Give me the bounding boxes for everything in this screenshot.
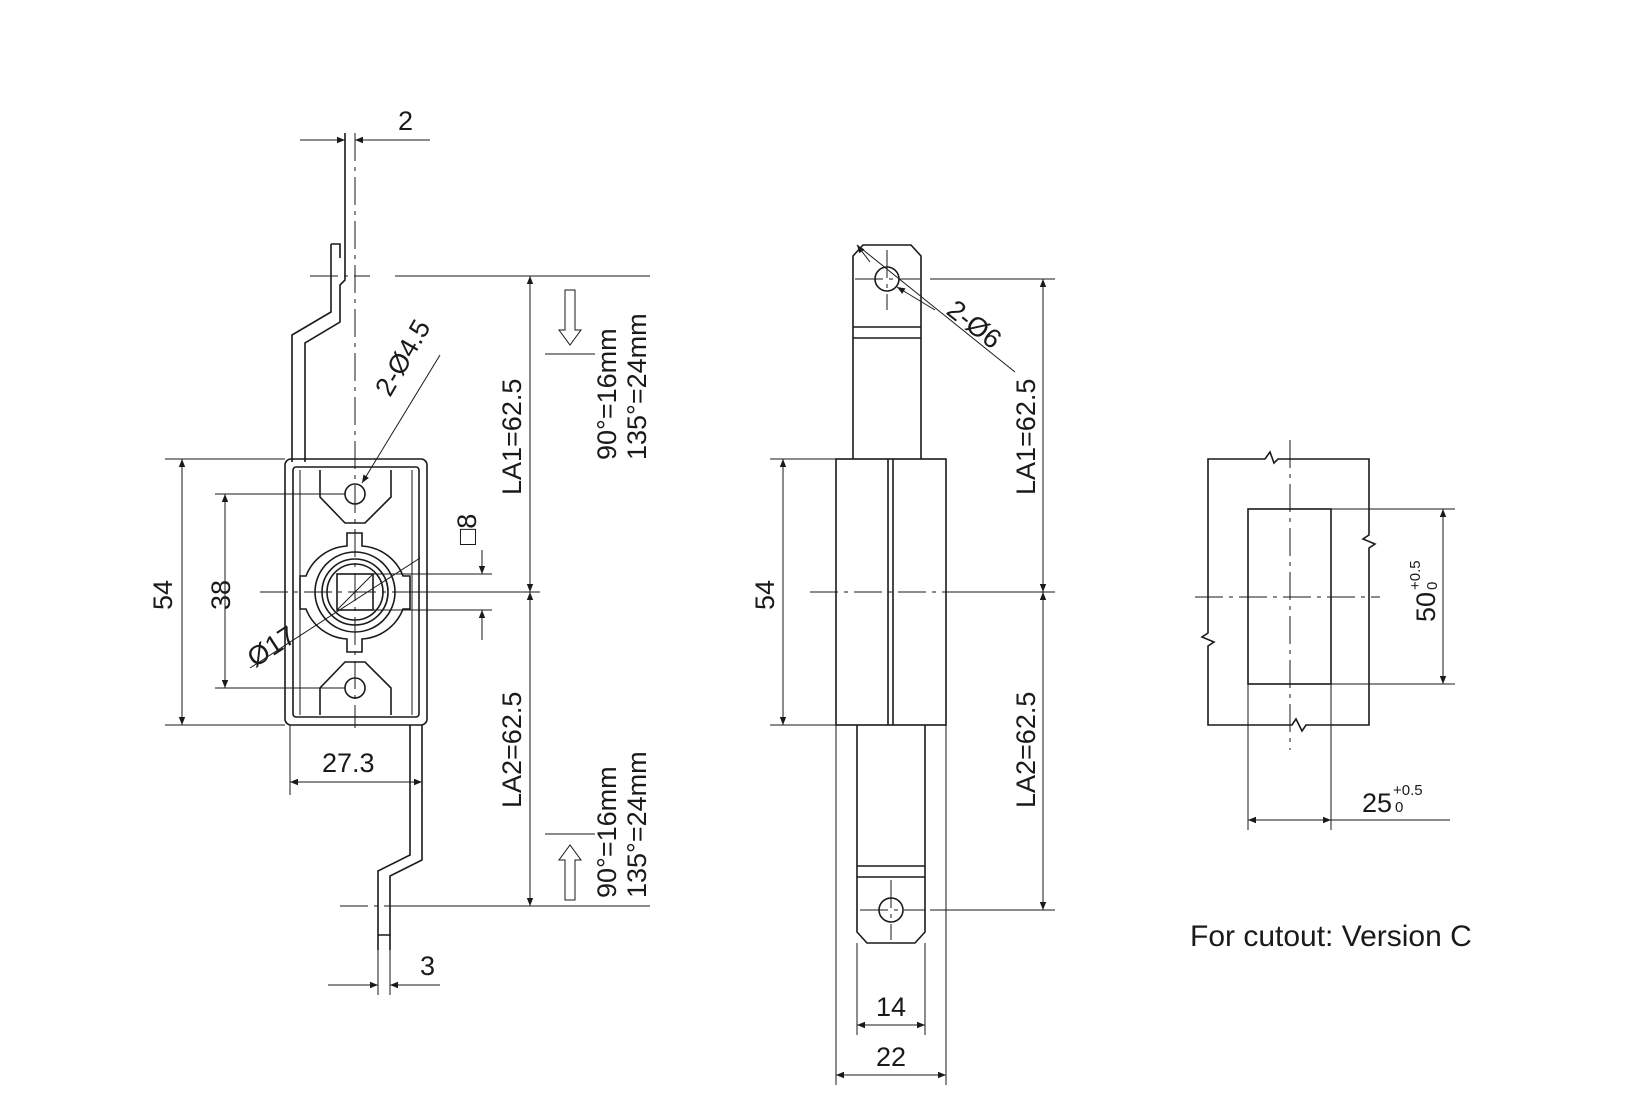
dim-side-inner-width-label: 14 — [876, 992, 906, 1022]
dim-cutout-height-main: 50 — [1411, 592, 1441, 622]
side-center-lines — [810, 250, 950, 940]
travel-bottom-line1: 90°=16mm — [592, 766, 622, 898]
dim-la2-label: LA2=62.5 — [497, 692, 527, 808]
dim-bottom-thickness-label: 3 — [420, 951, 435, 981]
dim-top-thickness-label: 2 — [398, 106, 413, 136]
dim-hole-pitch: 38 — [206, 493, 345, 689]
dim-side-la1-label: LA1=62.5 — [1011, 379, 1041, 495]
dim-cutout-width-tol-upper: +0.5 — [1393, 782, 1423, 799]
dim-bore-leader: Ø17 — [242, 557, 421, 673]
dim-square-label: □8 — [452, 514, 482, 545]
dim-cutout-height: 50 +0.5 0 — [1331, 508, 1455, 685]
dim-side-height-label: 54 — [750, 580, 780, 610]
cutout-center-lines — [1195, 440, 1380, 750]
dim-side-la2-label: LA2=62.5 — [1011, 692, 1041, 808]
dim-hole-leader: 2-Ø4.5 — [361, 315, 441, 484]
dim-cutout-height-tol-lower: 0 — [1424, 582, 1441, 590]
dim-top-thickness: 2 — [300, 106, 430, 144]
side-view: 2-Ø6 54 LA1=62.5 LA2=62.5 — [750, 244, 1055, 1085]
dim-side-hole-leader: 2-Ø6 — [856, 244, 1016, 373]
travel-bottom-line2: 135°=24mm — [622, 751, 652, 898]
dim-hole-label: 2-Ø4.5 — [369, 315, 436, 401]
dim-side-hole-label: 2-Ø6 — [941, 294, 1007, 355]
dim-square: □8 — [373, 514, 492, 640]
dim-cutout-width: 25 +0.5 0 — [1247, 684, 1450, 830]
dim-la-front: LA1=62.5 LA2=62.5 — [385, 275, 650, 907]
dim-width-label: 27.3 — [322, 748, 375, 778]
panel-outline — [1200, 450, 1377, 733]
lower-rod — [377, 725, 423, 950]
travel-top-line2: 135°=24mm — [622, 313, 652, 460]
side-upper-rod — [852, 244, 922, 459]
dim-la1-label: LA1=62.5 — [497, 379, 527, 495]
dim-side-la: LA1=62.5 LA2=62.5 — [930, 278, 1055, 911]
cutout-view: 50 +0.5 0 25 +0.5 0 For cutout: Version … — [1190, 440, 1472, 953]
dim-side-height: 54 — [750, 458, 836, 726]
dim-hole-pitch-label: 38 — [206, 580, 236, 610]
travel-top-line1: 90°=16mm — [592, 328, 622, 460]
dim-width: 27.3 — [289, 725, 423, 795]
dim-cutout-height-tol-upper: +0.5 — [1407, 560, 1424, 590]
dim-cutout-width-main: 25 — [1362, 788, 1392, 818]
dim-side-outer-width: 22 — [835, 725, 947, 1085]
travel-indicators: 90°=16mm 135°=24mm 90°=16mm 135°=24mm — [545, 289, 652, 901]
dim-side-inner-width: 14 — [856, 943, 926, 1035]
dim-total-height: 54 — [148, 458, 285, 726]
front-view: 2 3 2-Ø4.5 Ø17 □8 — [148, 106, 652, 995]
dim-cutout-width-tol-lower: 0 — [1395, 799, 1403, 816]
dim-bottom-thickness: 3 — [328, 930, 440, 995]
upper-rod — [291, 133, 346, 462]
dim-total-height-label: 54 — [148, 580, 178, 610]
dim-side-outer-width-label: 22 — [876, 1042, 906, 1072]
cutout-note: For cutout: Version C — [1190, 920, 1472, 953]
